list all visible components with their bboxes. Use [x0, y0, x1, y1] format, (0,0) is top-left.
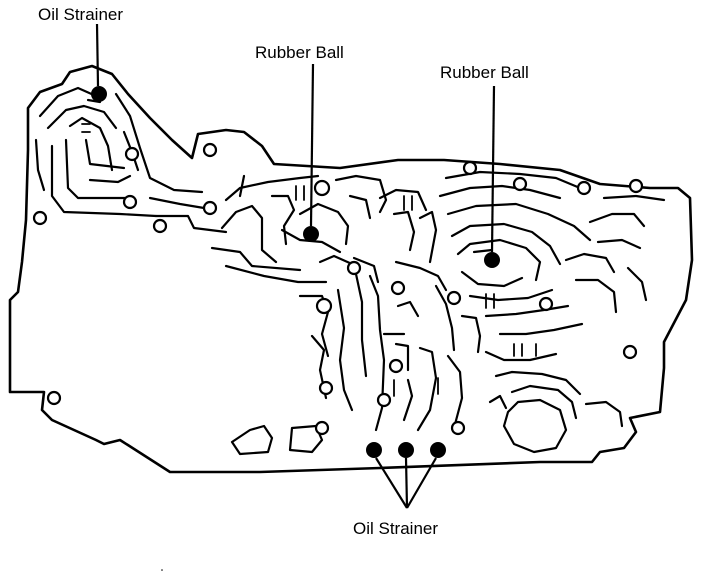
leader-rubber-ball-left — [309, 63, 315, 227]
leader-oil-strainer-bottom-1 — [375, 457, 408, 509]
rubber-ball-left-label: Rubber Ball — [255, 43, 344, 62]
center-channel-group — [210, 174, 482, 456]
hatch-marks — [81, 123, 537, 397]
scan-speck — [161, 569, 163, 571]
leader-rubber-ball-right — [490, 85, 496, 253]
oil-strainer-top-label: Oil Strainer — [38, 5, 124, 24]
leader-oil-strainer-bottom-2 — [404, 457, 409, 509]
rubber-ball-right-label: Rubber Ball — [440, 63, 529, 82]
rubber-ball-right-marker — [484, 252, 500, 268]
leader-oil-strainer-bottom-3 — [406, 457, 437, 509]
valve-body-outline — [8, 64, 694, 474]
right-channel-group — [438, 170, 666, 454]
leader-lines — [95, 23, 496, 509]
bolt-holes — [32, 142, 644, 436]
oil-strainer-bottom-1-marker — [366, 442, 382, 458]
oil-strainer-bottom-2-marker — [398, 442, 414, 458]
oil-strainer-top-marker — [91, 86, 107, 102]
oil-strainer-bottom-label: Oil Strainer — [353, 519, 439, 538]
rubber-ball-left-marker — [303, 226, 319, 242]
leader-oil-strainer-top — [95, 23, 100, 87]
oil-strainer-bottom-3-marker — [430, 442, 446, 458]
